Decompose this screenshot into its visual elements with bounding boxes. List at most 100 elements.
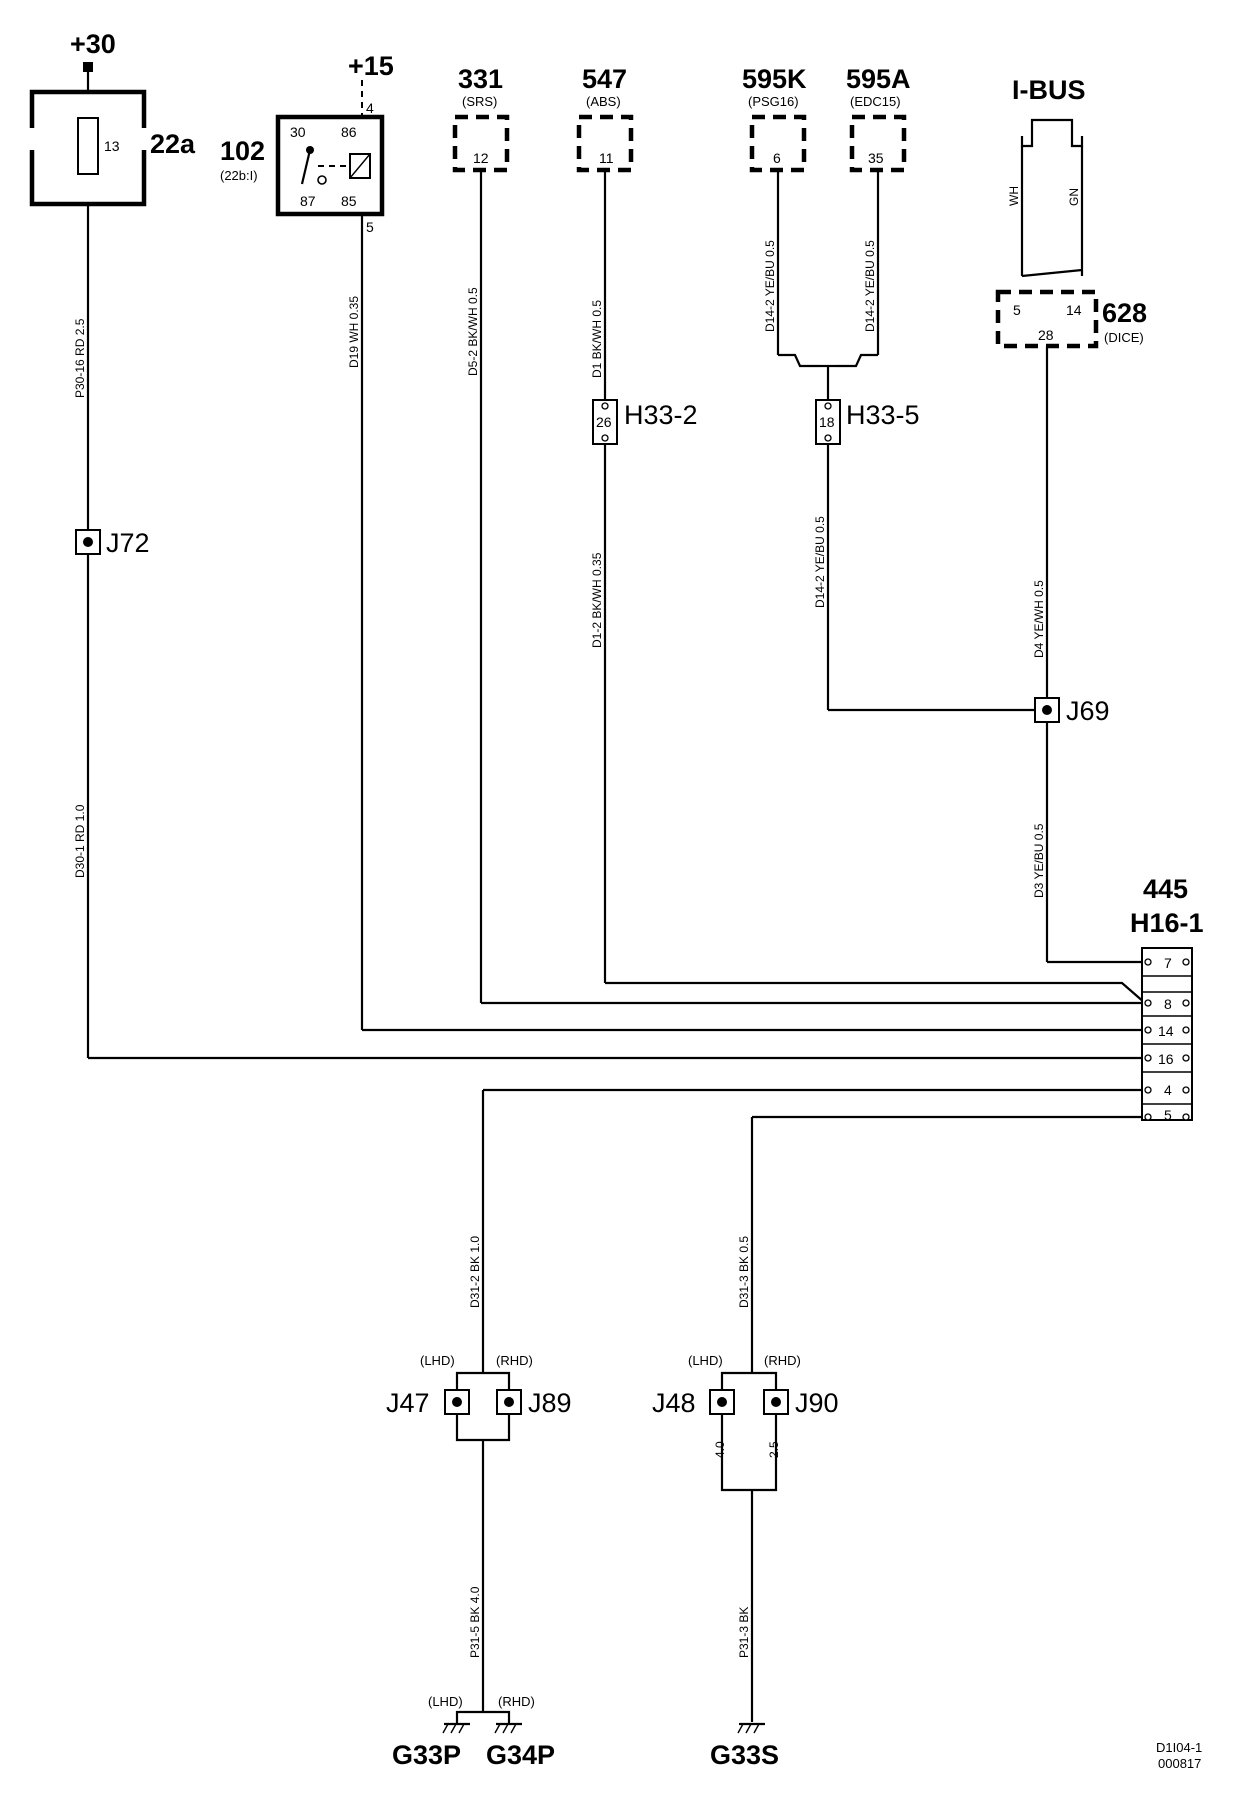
wire-label: P30-16 RD 2.5	[73, 318, 87, 398]
wire-label: D14-2 YE/BU 0.5	[813, 516, 827, 608]
module-sub: (EDC15)	[850, 94, 901, 109]
relay-pin-30: 30	[290, 124, 306, 140]
module-box	[749, 114, 807, 173]
relay-102: +15 4 30 86 87 85 102 (22b:I) 5	[220, 51, 394, 235]
ground-label-g33s: G33S	[710, 1740, 779, 1770]
wire-label: D1 BK/WH 0.5	[590, 300, 604, 378]
dice-id: 628	[1102, 298, 1147, 328]
relay-pin-86: 86	[341, 124, 357, 140]
dlc-pin-circles	[1144, 958, 1190, 1121]
module-id: 595A	[846, 64, 911, 94]
fuse-22a: +30 13 22a	[28, 29, 196, 207]
ground-lhd-label: (LHD)	[428, 1694, 463, 1709]
splice-label: J72	[106, 528, 150, 558]
relay-switch	[300, 149, 312, 185]
relay-sub: (22b:I)	[220, 168, 258, 183]
module-pin: 12	[473, 150, 489, 166]
wire-label: D5-2 BK/WH 0.5	[466, 287, 480, 376]
dlc-pin-7: 7	[1164, 955, 1172, 971]
wire-label: D3 YE/BU 0.5	[1032, 823, 1046, 898]
module-331-srs: 331 (SRS) 12	[452, 64, 510, 173]
dice-pin-5: 5	[1013, 302, 1021, 318]
wire-label: 4.0	[713, 1441, 727, 1458]
dlc-id: 445	[1143, 874, 1188, 904]
wire-label: D14-2 YE/BU 0.5	[763, 240, 777, 332]
connector-h33-5: 18 H33-5	[815, 399, 920, 445]
dlc-pin-14: 14	[1158, 1023, 1174, 1039]
wire-label: P31-5 BK 4.0	[468, 1586, 482, 1658]
module-595k-psg16: 595K (PSG16) 6	[742, 64, 807, 173]
dlc-pin-5: 5	[1164, 1107, 1172, 1123]
fuse-element	[77, 117, 99, 175]
ibus-wire-a: WH	[1007, 186, 1021, 206]
terminal-plus30	[83, 62, 93, 72]
wire-label: P31-3 BK	[737, 1607, 751, 1658]
ground-symbol-g33p	[442, 1722, 470, 1734]
fuse-number: 13	[104, 138, 120, 154]
splice-label: J47	[386, 1388, 430, 1418]
dice-pin-28: 28	[1038, 327, 1054, 343]
ibus-title: I-BUS	[1012, 75, 1086, 105]
connector-id: H33-2	[624, 400, 698, 430]
relay-id: 102	[220, 136, 265, 166]
module-sub: (ABS)	[586, 94, 621, 109]
module-595a-edc15: 595A (EDC15) 35	[846, 64, 911, 173]
ibus: I-BUS WH GN	[1007, 75, 1086, 206]
module-id: 547	[582, 64, 627, 94]
wire-labels: P30-16 RD 2.5 D30-1 RD 1.0 D19 WH 0.35 D…	[73, 240, 1046, 1658]
ground-symbol-g34p	[494, 1722, 522, 1734]
splice-label: J89	[528, 1388, 572, 1418]
module-box	[452, 114, 510, 173]
ground-splices-left: (LHD) (RHD) J47 J89	[386, 1353, 572, 1712]
module-id: 595K	[742, 64, 807, 94]
module-box	[849, 114, 907, 173]
wire-label: D19 WH 0.35	[347, 296, 361, 368]
plus15-label: +15	[348, 51, 394, 81]
splice-label: J48	[652, 1388, 696, 1418]
dlc-pin-16: 16	[1158, 1051, 1174, 1067]
wire-label: D4 YE/WH 0.5	[1032, 580, 1046, 658]
connector-id: H33-5	[846, 400, 920, 430]
relay-pin-87: 87	[300, 193, 316, 209]
connector-pin: 18	[819, 414, 835, 430]
wires	[86, 68, 1148, 1373]
ground-rhd-label: (RHD)	[498, 1694, 535, 1709]
wire-label: 2.5	[767, 1441, 781, 1458]
ground-label-g33p: G33P	[392, 1740, 461, 1770]
dlc-pin-8: 8	[1164, 996, 1172, 1012]
relay-pin-85: 85	[341, 193, 357, 209]
lhd-label: (LHD)	[420, 1353, 455, 1368]
splice-label: J90	[795, 1388, 839, 1418]
module-547-abs: 547 (ABS) 11	[576, 64, 634, 173]
module-628-dice: 5 14 28 628 (DICE)	[995, 289, 1147, 349]
splice-j69: J69	[1034, 696, 1110, 726]
ground-label-g34p: G34P	[486, 1740, 555, 1770]
splice-j90	[763, 1389, 789, 1415]
module-pin: 6	[773, 150, 781, 166]
dlc-connector: H16-1	[1130, 908, 1204, 938]
connector-h33-2: 26 H33-2	[592, 399, 698, 445]
module-sub: (SRS)	[462, 94, 497, 109]
dice-pin-14: 14	[1066, 302, 1082, 318]
wire-label: D31-3 BK 0.5	[737, 1236, 751, 1308]
wire-label: D14-2 YE/BU 0.5	[863, 240, 877, 332]
dlc-pin-4: 4	[1164, 1082, 1172, 1098]
plus30-label: +30	[70, 29, 116, 59]
splice-label: J69	[1066, 696, 1110, 726]
dice-sub: (DICE)	[1104, 330, 1144, 345]
module-pin: 35	[868, 150, 884, 166]
wire-label: D30-1 RD 1.0	[73, 804, 87, 878]
lhd-label: (LHD)	[688, 1353, 723, 1368]
diagram-ref: D1I04-1	[1156, 1740, 1202, 1755]
dice-box	[995, 289, 1099, 349]
grounds: (LHD) (RHD) G33P G34P G33S	[392, 1694, 779, 1770]
module-box	[576, 114, 634, 173]
diagram-date: 000817	[1158, 1756, 1201, 1771]
rhd-label: (RHD)	[764, 1353, 801, 1368]
rhd-label: (RHD)	[496, 1353, 533, 1368]
splice-j72: J72	[75, 528, 150, 558]
connector-pin: 26	[596, 414, 612, 430]
module-sub: (PSG16)	[748, 94, 799, 109]
dlc-445: 445 H16-1 7 8 14 16 4 5	[1130, 874, 1204, 1123]
